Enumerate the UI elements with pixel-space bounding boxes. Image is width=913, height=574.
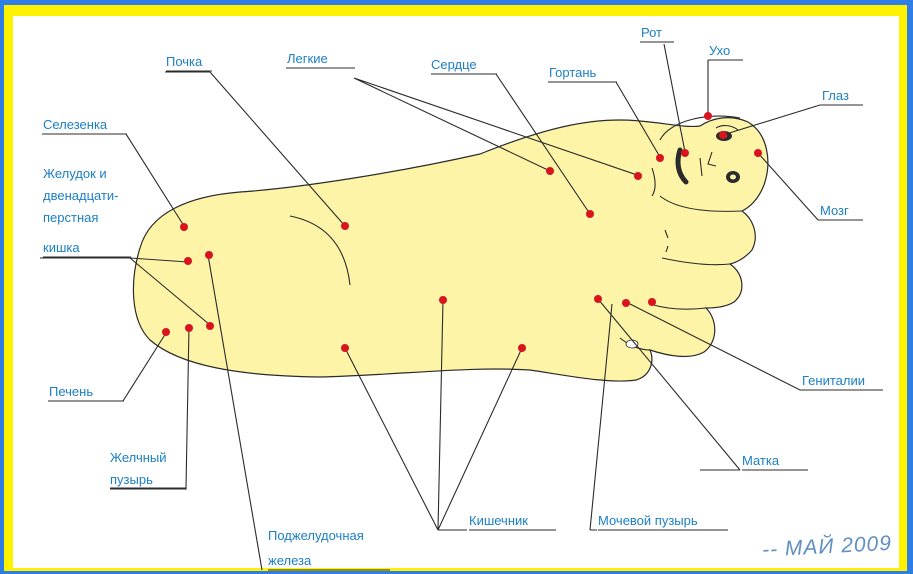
label-glaz: Глаз	[822, 88, 849, 103]
point-mozg	[754, 149, 762, 157]
point-podzhel	[205, 251, 213, 259]
point-gortan	[656, 154, 664, 162]
point-zhelchny	[185, 324, 193, 332]
point-kishechnik-1	[439, 296, 447, 304]
point-matka	[594, 295, 602, 303]
label-genitalii: Гениталии	[802, 373, 865, 388]
point-pochka	[341, 222, 349, 230]
label-uho: Ухо	[709, 43, 730, 58]
point-legkie-1	[546, 167, 554, 175]
point-serdce	[586, 210, 594, 218]
point-glaz	[719, 131, 727, 139]
point-rot	[681, 149, 689, 157]
point-kishechnik-3	[518, 344, 526, 352]
point-genitalii	[648, 298, 656, 306]
label-pochka: Почка	[166, 54, 203, 69]
label-gortan: Гортань	[549, 65, 597, 80]
point-selezenka	[180, 223, 188, 231]
label-pechen: Печень	[49, 384, 93, 399]
point-zheludok-1	[184, 257, 192, 265]
label-zhelchny-line1: Желчный	[110, 450, 167, 465]
label-podzhel-line1: Поджелудочная	[268, 528, 364, 543]
label-mozg: Мозг	[820, 203, 849, 218]
point-zheludok-2	[206, 322, 214, 330]
point-mochevoy	[622, 299, 630, 307]
point-pechen	[162, 328, 170, 336]
label-selezenka: Селезенка	[43, 117, 108, 132]
label-kishechnik: Кишечник	[469, 513, 528, 528]
label-zheludok-line1: Желудок и	[43, 166, 107, 181]
label-podzhel-line2: железа	[268, 553, 312, 568]
label-zheludok-line2: двенадцати-	[43, 188, 119, 203]
point-uho	[704, 112, 712, 120]
label-legkie: Легкие	[287, 51, 328, 66]
point-legkie-2	[634, 172, 642, 180]
label-zheludok-line3: перстная	[43, 210, 98, 225]
label-mochevoy: Мочевой пузырь	[598, 513, 698, 528]
label-matka: Матка	[742, 453, 780, 468]
label-rot: Рот	[641, 25, 662, 40]
label-zheludok-line4: кишка	[43, 240, 80, 255]
label-zhelchny-line2: пузырь	[110, 472, 153, 487]
label-serdce: Сердце	[431, 57, 477, 72]
point-kishechnik-2	[341, 344, 349, 352]
